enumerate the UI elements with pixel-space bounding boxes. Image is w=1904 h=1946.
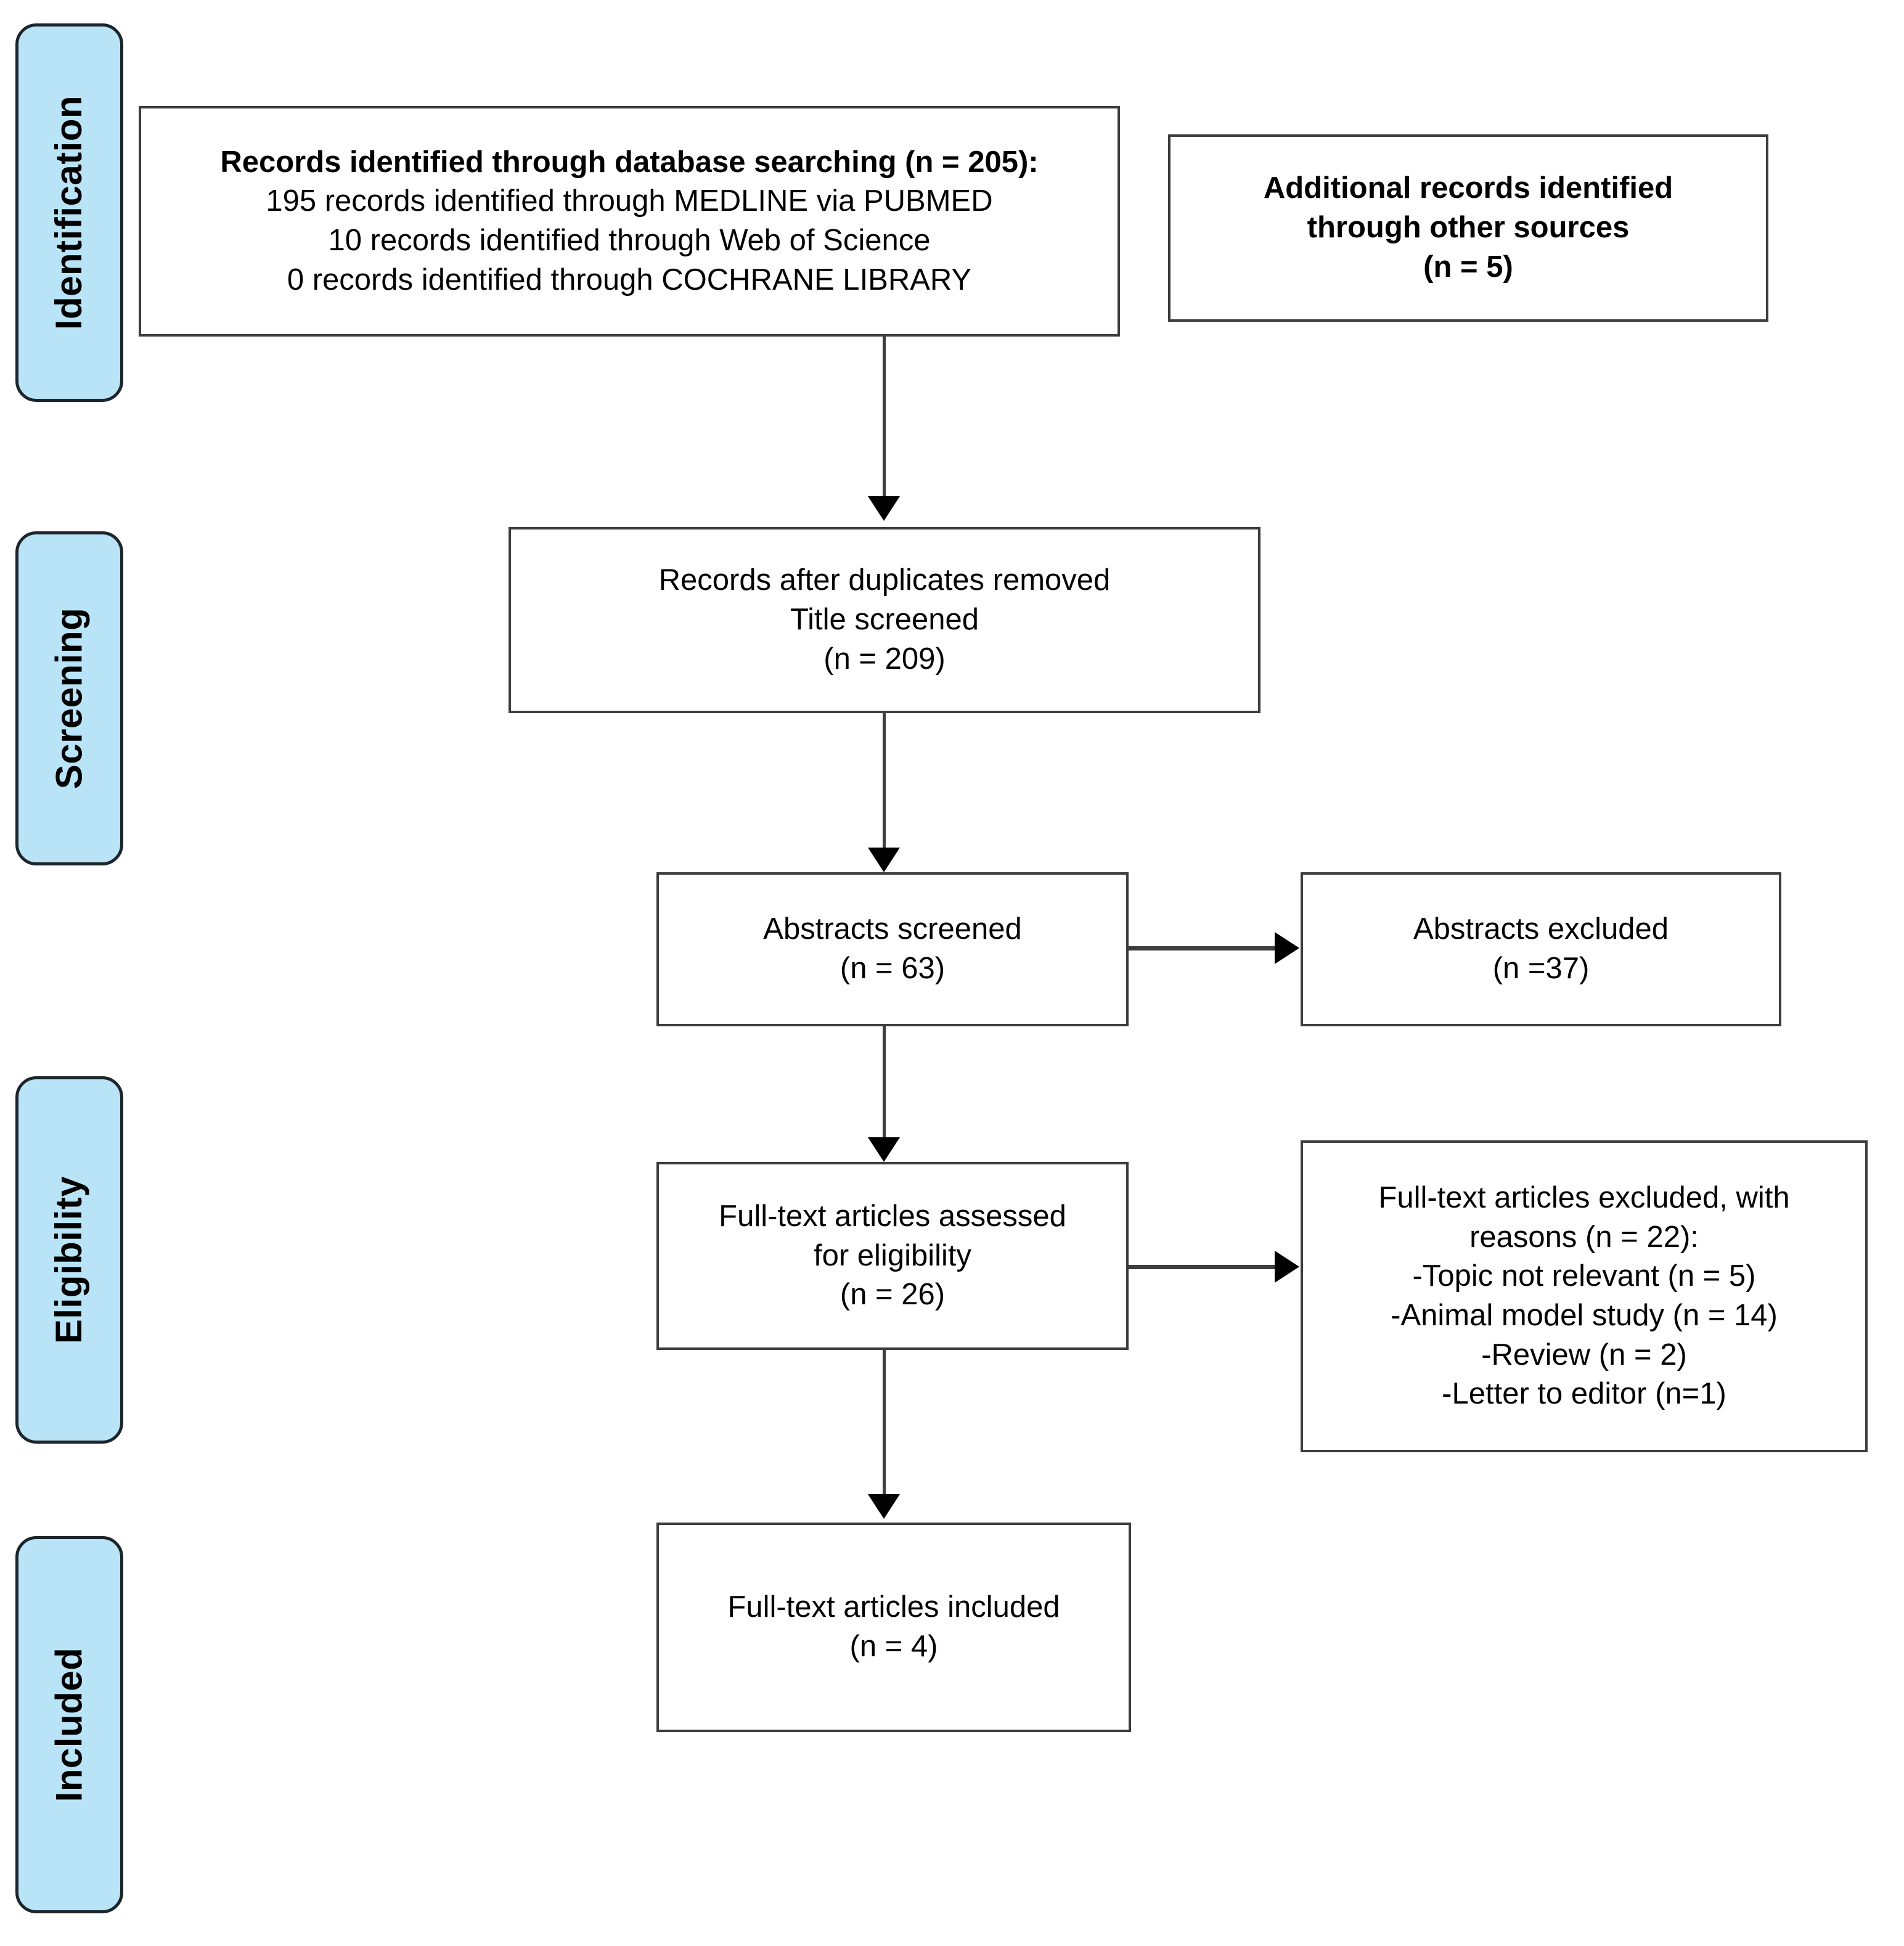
box-fulltext-included-line-2: (n = 4) xyxy=(849,1630,938,1663)
stage-label-eligibility-text: Eligibility xyxy=(48,1175,90,1344)
box-fulltext-included-line-1: Full-text articles included xyxy=(727,1590,1060,1624)
box-fulltext-excluded: Full-text articles excluded, with reason… xyxy=(1301,1140,1868,1452)
stage-label-included: Included xyxy=(15,1536,123,1913)
connector-abstracts-to-fulltext-arrowhead xyxy=(868,1137,900,1162)
box-duplicates-removed: Records after duplicates removed Title s… xyxy=(509,527,1260,713)
connector-abstracts-excluded-arrowhead xyxy=(1275,932,1299,964)
box-abstracts-excluded-line-2: (n =37) xyxy=(1492,952,1590,985)
connector-identification-to-screening-arrowhead xyxy=(868,496,900,521)
connector-duplicates-to-abstracts-line xyxy=(883,713,886,850)
connector-fulltext-excluded-arrowhead xyxy=(1275,1251,1299,1283)
stage-label-eligibility: Eligibility xyxy=(15,1076,123,1444)
box-fulltext-assessed-line-2: for eligibility xyxy=(814,1238,971,1272)
box-fulltext-assessed-line-1: Full-text articles assessed xyxy=(719,1199,1066,1233)
box-abstracts-screened-line-2: (n = 63) xyxy=(840,952,946,985)
box-other-sources-line-1: Additional records identified xyxy=(1263,171,1673,205)
stage-label-screening: Screening xyxy=(15,531,123,865)
box-fulltext-excluded-line-1: Full-text articles excluded, with xyxy=(1378,1180,1790,1214)
box-database-search-line-2: 195 records identified through MEDLINE v… xyxy=(266,184,993,218)
box-abstracts-excluded-line-1: Abstracts excluded xyxy=(1413,912,1669,946)
stage-label-identification: Identification xyxy=(15,23,123,402)
box-fulltext-excluded-line-2: reasons (n = 22): xyxy=(1469,1220,1699,1254)
box-other-sources: Additional records identified through ot… xyxy=(1168,134,1768,322)
box-fulltext-included: Full-text articles included (n = 4) xyxy=(656,1523,1131,1732)
box-database-search-line-4: 0 records identified through COCHRANE LI… xyxy=(287,263,972,296)
stage-label-included-text: Included xyxy=(48,1647,90,1802)
connector-identification-to-screening-line xyxy=(883,337,886,500)
box-other-sources-line-3: (n = 5) xyxy=(1423,250,1513,284)
box-abstracts-excluded: Abstracts excluded (n =37) xyxy=(1301,872,1781,1026)
stage-label-screening-text: Screening xyxy=(48,607,90,790)
box-abstracts-screened-line-1: Abstracts screened xyxy=(763,912,1022,946)
stage-label-identification-text: Identification xyxy=(48,95,90,330)
connector-abstracts-to-fulltext-line xyxy=(883,1026,886,1139)
box-database-search-line-3: 10 records identified through Web of Sci… xyxy=(328,224,931,257)
connector-fulltext-to-included-line xyxy=(883,1350,886,1497)
connector-duplicates-to-abstracts-arrowhead xyxy=(868,848,900,872)
box-fulltext-excluded-line-6: -Letter to editor (n=1) xyxy=(1442,1377,1726,1411)
box-fulltext-excluded-line-3: -Topic not relevant (n = 5) xyxy=(1412,1259,1756,1293)
box-duplicates-removed-line-2: Title screened xyxy=(790,603,979,637)
box-fulltext-assessed: Full-text articles assessed for eligibil… xyxy=(656,1162,1129,1350)
connector-fulltext-to-included-arrowhead xyxy=(868,1494,900,1519)
box-duplicates-removed-line-1: Records after duplicates removed xyxy=(658,563,1111,597)
connector-fulltext-excluded-line xyxy=(1129,1265,1277,1269)
box-other-sources-line-2: through other sources xyxy=(1307,211,1630,245)
box-abstracts-screened: Abstracts screened (n = 63) xyxy=(656,872,1129,1026)
connector-abstracts-excluded-line xyxy=(1129,946,1277,951)
box-fulltext-excluded-line-4: -Animal model study (n = 14) xyxy=(1391,1299,1778,1332)
box-database-search: Records identified through database sear… xyxy=(139,106,1120,337)
box-database-search-line-1: Records identified through database sear… xyxy=(220,145,1039,179)
box-duplicates-removed-line-3: (n = 209) xyxy=(823,642,946,676)
box-fulltext-assessed-line-3: (n = 26) xyxy=(840,1278,946,1312)
box-fulltext-excluded-line-5: -Review (n = 2) xyxy=(1481,1338,1687,1372)
